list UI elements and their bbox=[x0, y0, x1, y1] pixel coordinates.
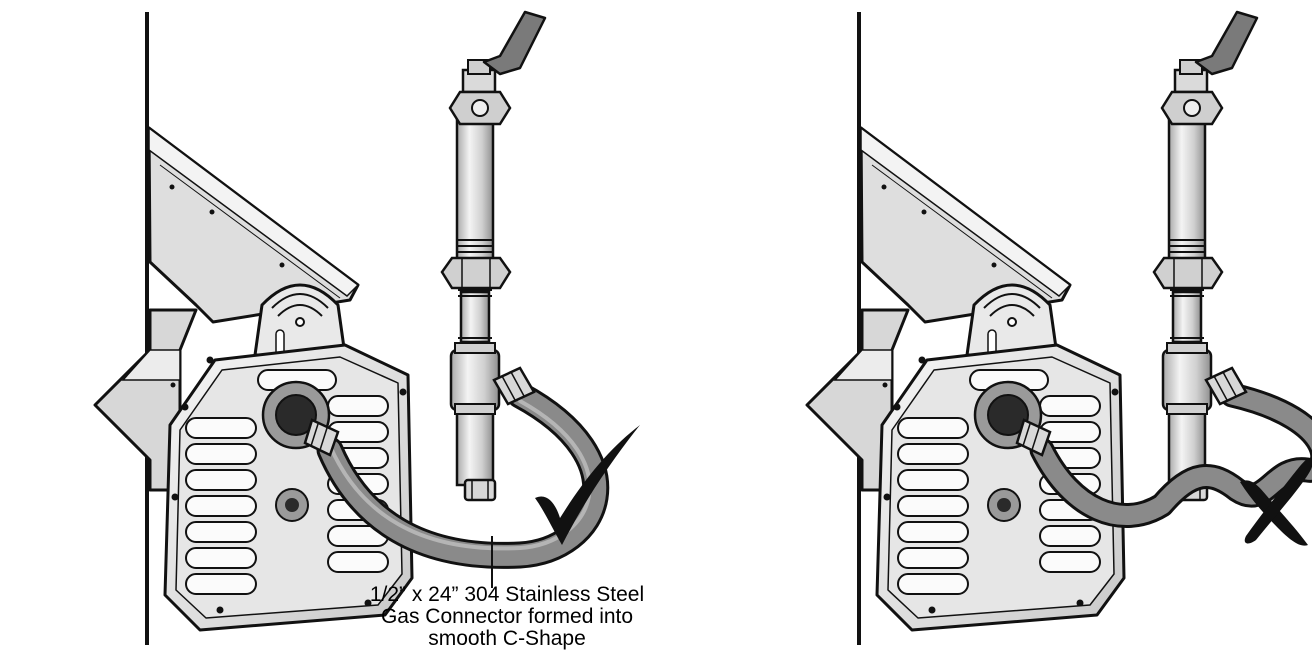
panel-incorrect bbox=[805, 10, 1312, 647]
cross-icon bbox=[1240, 458, 1312, 546]
tee-side-fitting-right bbox=[1204, 366, 1248, 406]
checkmark-icon bbox=[535, 425, 640, 545]
panel-correct bbox=[93, 10, 640, 647]
caption-line-1: 1/2” x 24” 304 Stainless Steel bbox=[369, 583, 645, 606]
caption-line-2: Gas Connector formed into bbox=[380, 605, 634, 628]
heater-assembly-right bbox=[805, 10, 1259, 647]
connector-caption: 1/2” x 24” 304 Stainless Steel Gas Conne… bbox=[300, 584, 714, 650]
caption-line-3: smooth C-Shape bbox=[428, 627, 586, 650]
tee-side-fitting-left bbox=[492, 366, 536, 406]
